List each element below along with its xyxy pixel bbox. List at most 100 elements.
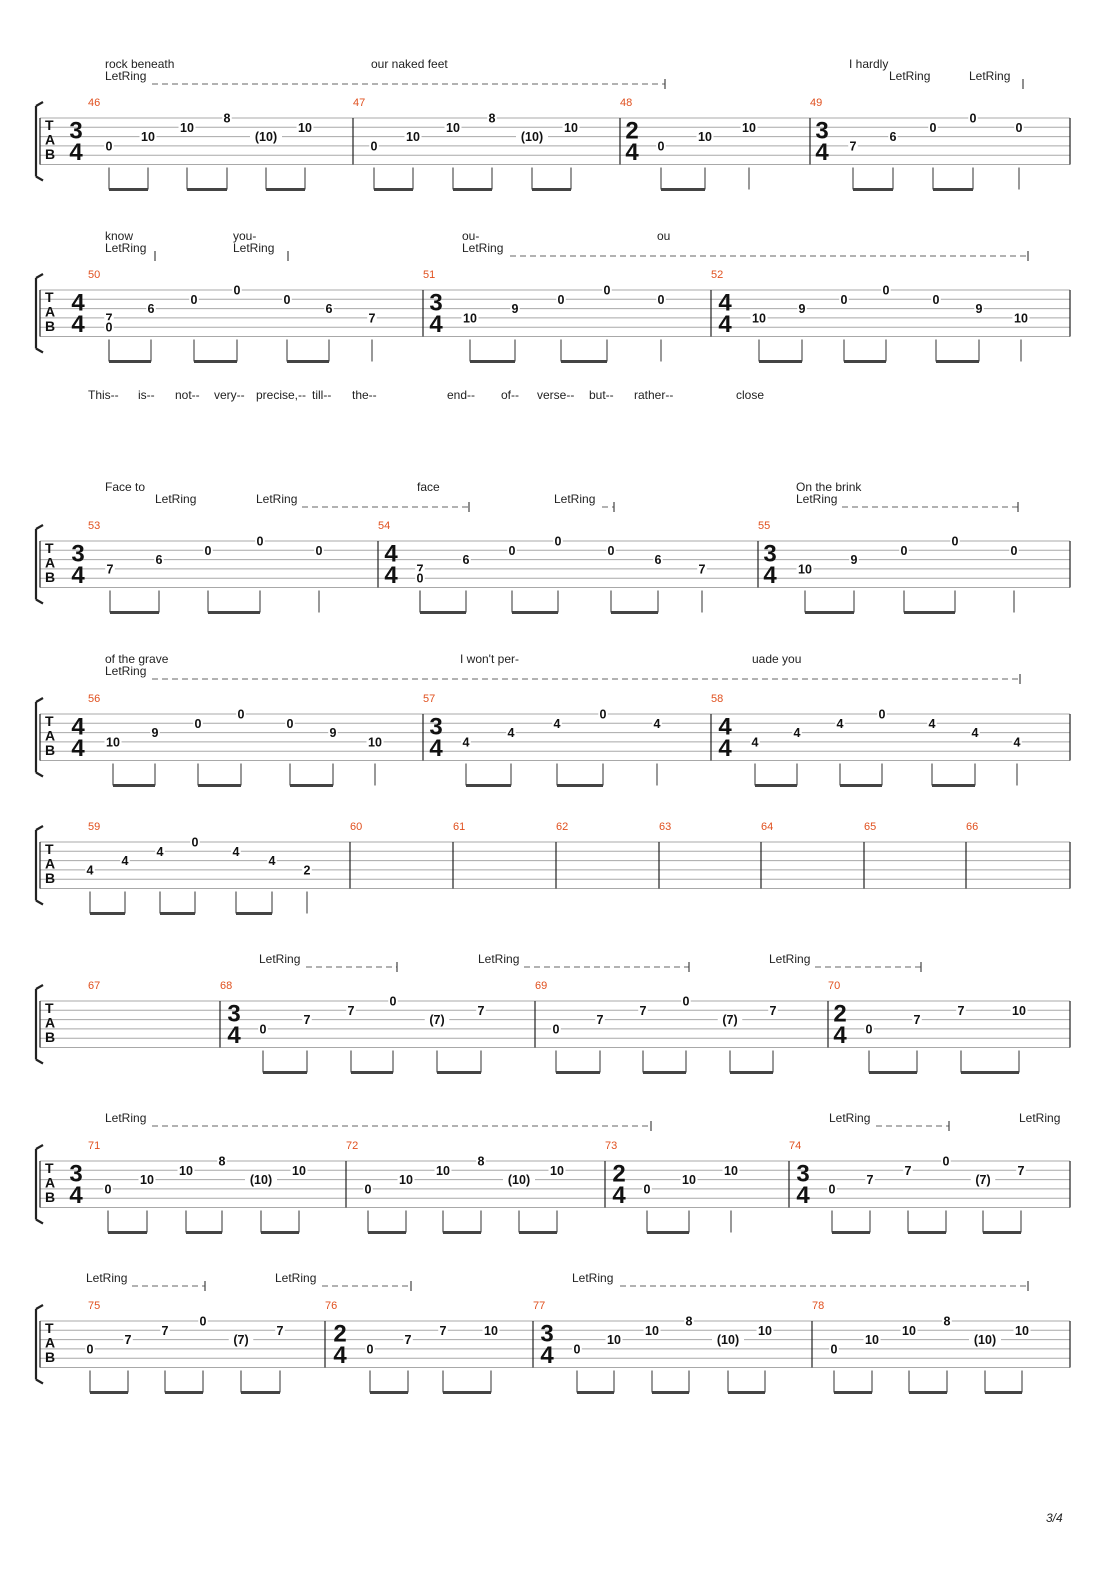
fret-number: 0 xyxy=(234,284,241,298)
fret-mask xyxy=(652,716,662,730)
fret-mask xyxy=(424,1012,450,1026)
fret-number: (10) xyxy=(717,1333,739,1347)
fret-mask xyxy=(146,301,156,315)
time-signature-top: 3 xyxy=(429,714,442,741)
letring-label: LetRing xyxy=(829,1111,870,1125)
fret-number: 0 xyxy=(1011,544,1018,558)
fret-mask xyxy=(1010,1003,1028,1017)
fret-number: 4 xyxy=(554,717,561,731)
fret-mask xyxy=(696,129,714,143)
fret-mask xyxy=(881,283,891,296)
fret-number: 7 xyxy=(478,1004,485,1018)
fret-number: 10 xyxy=(607,1333,621,1347)
fret-number: 10 xyxy=(682,1173,696,1187)
fret-number: 0 xyxy=(1016,121,1023,135)
time-signature-top: 3 xyxy=(71,541,84,568)
fret-number: 9 xyxy=(799,302,806,316)
fret-number: 7 xyxy=(958,1004,965,1018)
measure-number: 53 xyxy=(88,520,100,532)
fret-mask xyxy=(829,1341,839,1355)
letring-label: LetRing xyxy=(105,1111,146,1125)
fret-mask xyxy=(444,120,462,134)
fret-number: 0 xyxy=(883,284,890,298)
tab-clef-letter: B xyxy=(45,146,55,162)
fret-mask xyxy=(697,561,707,575)
fret-number: 9 xyxy=(976,302,983,316)
time-signature-bottom: 4 xyxy=(612,1182,626,1209)
letring-label: LetRing xyxy=(256,492,297,506)
fret-mask xyxy=(397,1172,415,1186)
fret-mask xyxy=(104,734,122,748)
fret-mask xyxy=(404,129,422,143)
time-signature-bottom: 4 xyxy=(833,1022,847,1049)
fret-number: 4 xyxy=(463,735,470,749)
fret-number: 8 xyxy=(478,1155,485,1169)
time-signature-bottom: 4 xyxy=(69,1182,83,1209)
fret-number: 7 xyxy=(417,562,424,576)
lyric-text: our naked feet xyxy=(371,57,448,71)
fret-number: 0 xyxy=(604,284,611,298)
fret-number: 6 xyxy=(655,553,662,567)
fret-mask xyxy=(1009,543,1019,557)
time-signature-top: 4 xyxy=(384,541,398,568)
measure: 61 xyxy=(453,821,465,833)
fret-number: 10 xyxy=(368,735,382,749)
tab-clef-letter: A xyxy=(45,1335,55,1351)
fret-mask xyxy=(198,1314,208,1327)
fret-number: 9 xyxy=(330,726,337,740)
measure-number: 55 xyxy=(758,520,770,532)
fret-number: 10 xyxy=(645,1324,659,1338)
fret-number: 8 xyxy=(224,112,231,126)
time-signature-top: 3 xyxy=(69,118,82,145)
fret-mask xyxy=(365,1341,375,1355)
tab-clef-letter: A xyxy=(45,1015,55,1031)
fret-number: 7 xyxy=(304,1013,311,1027)
time-signature-top: 2 xyxy=(625,118,638,145)
fret-mask xyxy=(974,301,984,315)
fret-mask xyxy=(927,716,937,730)
tab-clef-letter: B xyxy=(45,569,55,585)
fret-number: 0 xyxy=(644,1182,651,1196)
fret-mask xyxy=(415,561,425,575)
lyric-text: uade you xyxy=(752,652,801,666)
fret-number: 10 xyxy=(724,1164,738,1178)
fret-mask xyxy=(290,1163,308,1177)
fret-mask xyxy=(103,1181,113,1195)
tab-clef-letter: T xyxy=(45,1160,54,1176)
system-bracket xyxy=(34,524,44,605)
fret-number: 4 xyxy=(972,726,979,740)
fret-number: 10 xyxy=(798,562,812,576)
letring-label: LetRing xyxy=(478,952,519,966)
fret-number: 0 xyxy=(390,995,397,1009)
system-bracket xyxy=(34,1304,44,1385)
fret-number: 0 xyxy=(658,293,665,307)
fret-number: 0 xyxy=(553,1022,560,1036)
fret-mask xyxy=(236,707,246,720)
fret-mask xyxy=(104,310,114,324)
lyric-below: is-- xyxy=(138,388,155,402)
tab-clef-letter: B xyxy=(45,742,55,758)
fret-number: 7 xyxy=(440,1324,447,1338)
fret-mask xyxy=(139,129,157,143)
measure-number: 54 xyxy=(378,520,390,532)
fret-number: 10 xyxy=(752,311,766,325)
time-signature-top: 4 xyxy=(718,290,732,317)
letring-label: LetRing xyxy=(1019,1111,1060,1125)
measure-number: 76 xyxy=(325,1300,337,1312)
fret-mask xyxy=(363,1181,373,1195)
fret-number: 4 xyxy=(794,726,801,740)
fret-mask xyxy=(606,543,616,557)
fret-number: 0 xyxy=(287,717,294,731)
tab-clef-letter: T xyxy=(45,540,54,556)
fret-number: (10) xyxy=(974,1333,996,1347)
fret-mask xyxy=(275,1323,285,1337)
fret-mask xyxy=(835,716,845,730)
fret-number: 10 xyxy=(564,121,578,135)
lyric-below: close xyxy=(736,388,764,402)
measure-number: 66 xyxy=(966,821,978,833)
